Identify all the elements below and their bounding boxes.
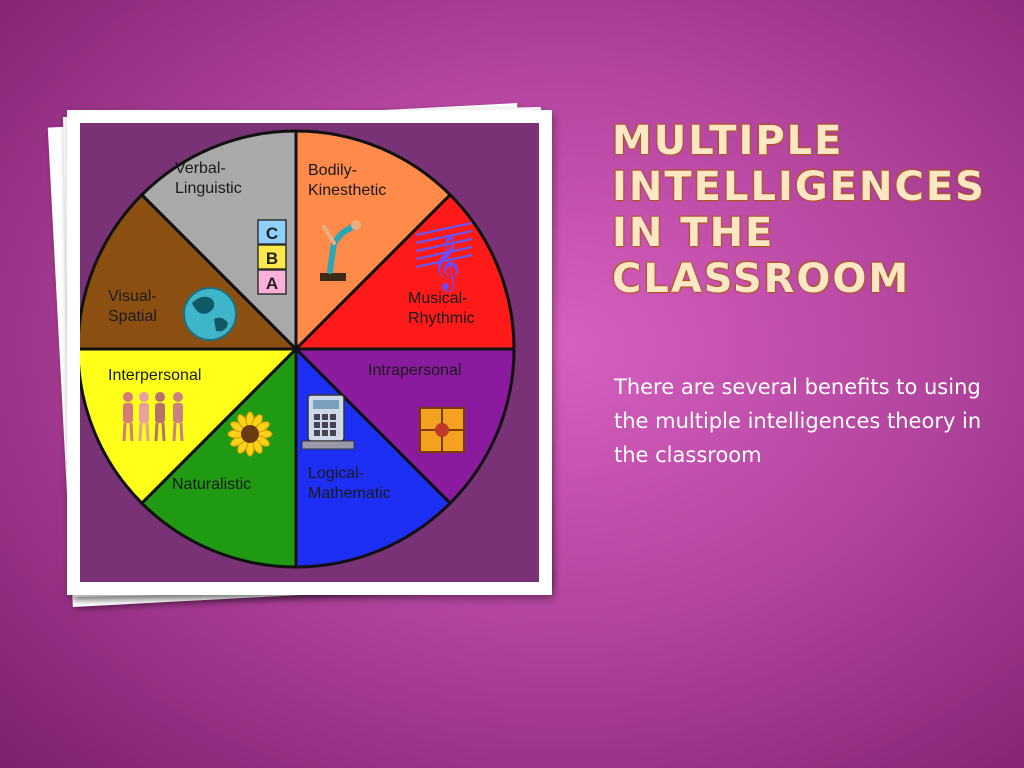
svg-text:𝄞: 𝄞 [432, 234, 460, 292]
intelligences-wheel: CBA 𝄞 Bodily-KinestheticMusical-RhythmicI… [80, 129, 516, 569]
wheel-label-intrapersonal: Intrapersonal [368, 362, 461, 379]
wheel-segment-interpersonal [80, 347, 300, 506]
wheel-segment-naturalistic [139, 345, 298, 569]
slide-body-text: There are several benefits to using the … [614, 375, 982, 467]
wheel-label-logicalmathematic: Logical-Mathematic [308, 465, 391, 502]
calculator-icon [301, 394, 355, 450]
wheel-label-interpersonal: Interpersonal [108, 367, 201, 384]
wheel-label-visualspatial: Visual-Spatial [108, 288, 157, 325]
music-notes-icon: 𝄞 [415, 222, 473, 292]
wheel-label-musicalrhythmic: Musical-Rhythmic [408, 290, 475, 327]
wheel-label-bodilykinesthetic: Bodily-Kinesthetic [308, 162, 386, 199]
slide-title: Multiple Intelligences in the Classroom [612, 118, 986, 302]
wheel-segment-bodilykinesthetic [294, 129, 453, 353]
people-group-icon [122, 392, 184, 442]
self-reflection-icon [419, 407, 465, 453]
abc-blocks-icon: CBA [257, 219, 287, 295]
svg-text:A: A [266, 274, 278, 293]
wheel-label-verballinguistic: Verbal-Linguistic [175, 160, 242, 197]
wheel-label-naturalistic: Naturalistic [172, 476, 251, 493]
svg-text:B: B [266, 249, 278, 268]
globe-icon [183, 287, 237, 341]
svg-text:C: C [266, 224, 278, 243]
wheel-segment-intrapersonal [292, 347, 516, 506]
gymnast-icon [320, 220, 361, 281]
wheel-segment-visualspatial [80, 192, 300, 351]
sunflower-icon [227, 411, 273, 457]
